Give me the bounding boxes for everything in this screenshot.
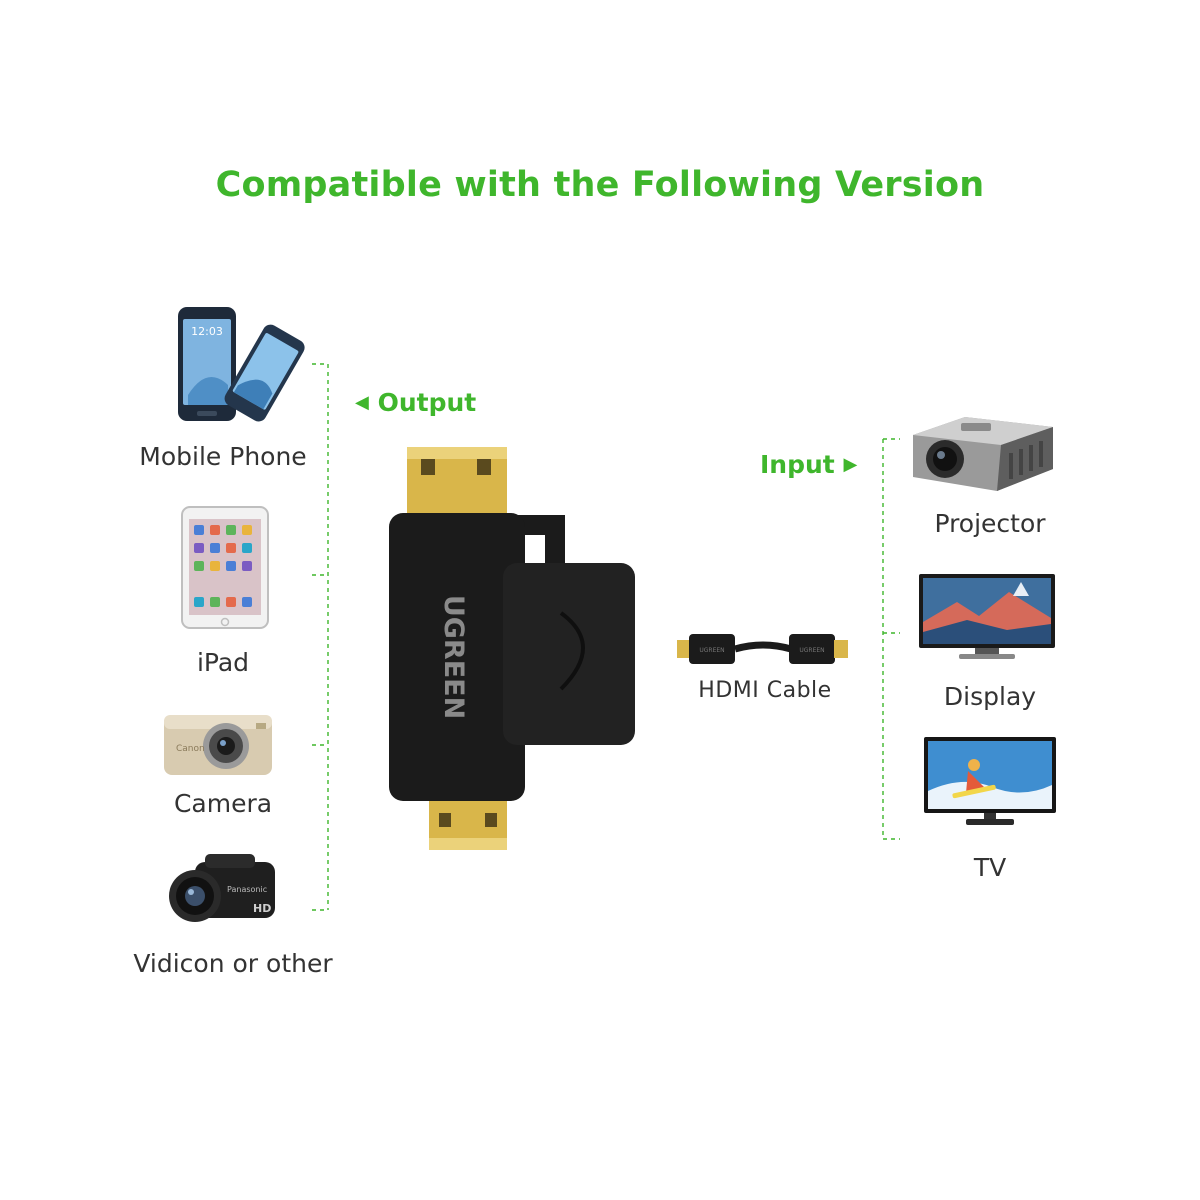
cable-brand-left: UGREEN: [699, 647, 724, 654]
output-label: ◀ Output: [355, 388, 477, 417]
cable-label: HDMI Cable: [698, 678, 832, 703]
hdmi-adapter: UGREEN: [389, 447, 635, 850]
svg-text:HD: HD: [253, 902, 271, 915]
cable-brand-right: UGREEN: [799, 647, 824, 654]
target-label-projector: Projector: [934, 509, 1046, 538]
ipad-icon: [181, 506, 269, 629]
tv-icon: [924, 737, 1056, 825]
source-label-vidicon: Vidicon or other: [133, 949, 333, 978]
vidicon-icon: Panasonic HD: [169, 854, 275, 922]
target-label-tv: TV: [973, 853, 1007, 882]
page-title: Compatible with the Following Version: [215, 165, 985, 205]
svg-text:12:03: 12:03: [191, 325, 223, 338]
display-icon: [919, 574, 1055, 659]
target-label-display: Display: [943, 682, 1037, 711]
arrow-left-icon: ◀: [355, 392, 369, 413]
source-bracket: [312, 363, 329, 911]
source-label-ipad: iPad: [196, 648, 250, 677]
target-bracket: [882, 438, 900, 840]
arrow-right-icon: ▶: [843, 454, 858, 475]
adapter-brand: UGREEN: [438, 595, 469, 719]
input-label: Input ▶: [760, 450, 858, 479]
source-label-mobile-phone: Mobile Phone: [139, 442, 307, 471]
source-label-camera: Camera: [173, 789, 273, 818]
projector-icon: [913, 417, 1053, 491]
hdmi-cable: UGREEN UGREEN: [677, 634, 848, 664]
svg-text:Canon: Canon: [176, 744, 205, 754]
camera-icon: Canon: [164, 715, 272, 775]
svg-text:Panasonic: Panasonic: [227, 885, 267, 894]
mobile-phone-icon: 12:03: [178, 307, 305, 422]
